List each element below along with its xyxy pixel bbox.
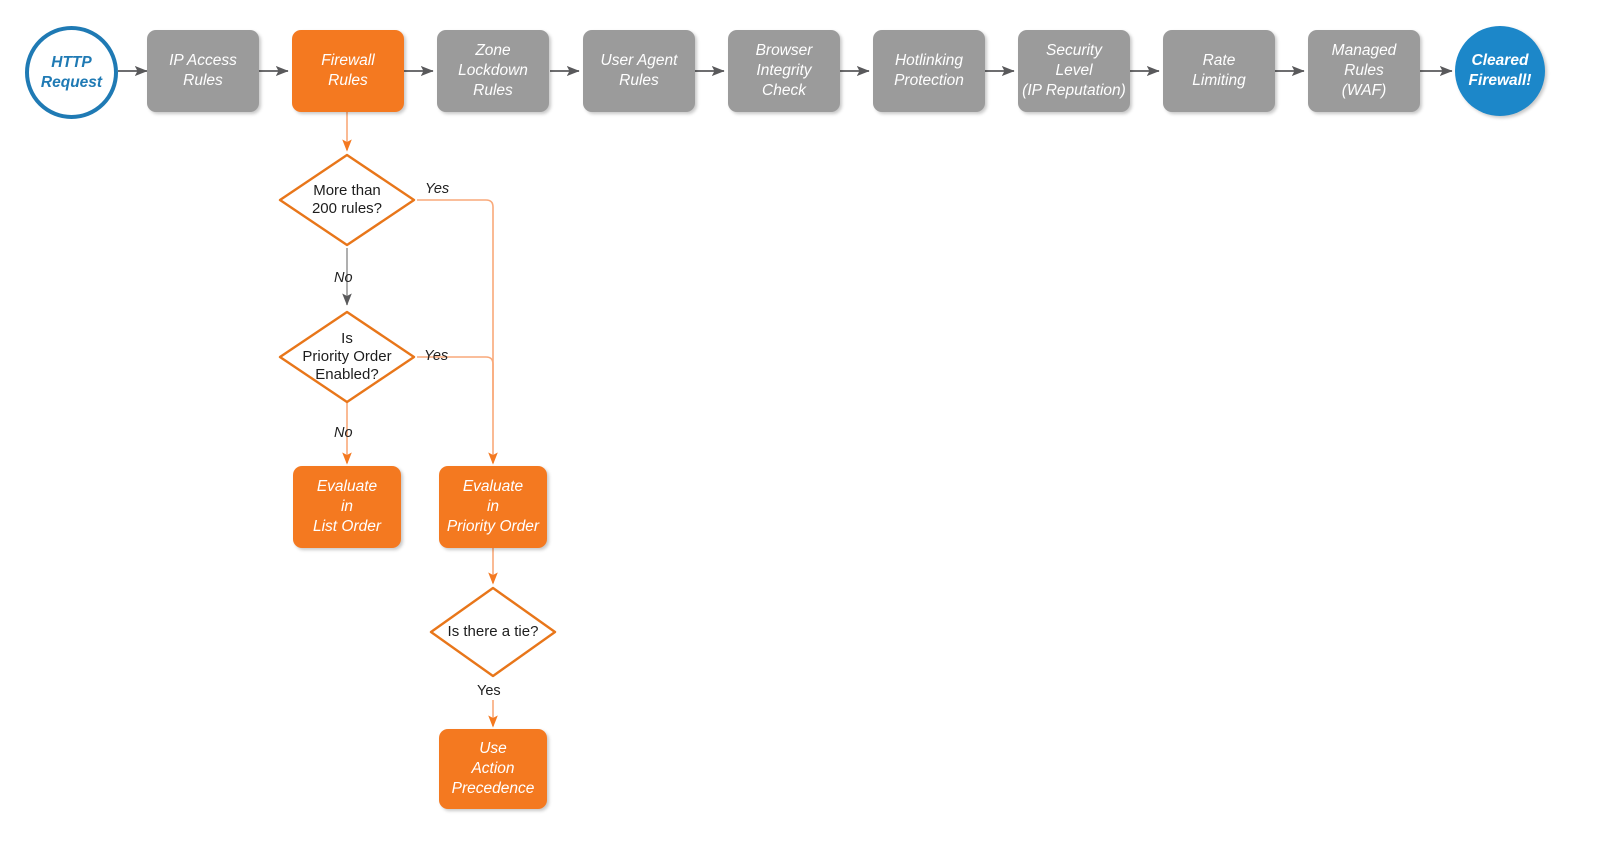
edge-label-more-than-200-yes: Yes xyxy=(425,181,450,197)
diamond-shape-3 xyxy=(429,586,557,678)
node-evaluate-in-priority-order[interactable]: Evaluate in Priority Order xyxy=(439,466,547,548)
node-ip-access-rules[interactable]: IP Access Rules xyxy=(147,30,259,112)
node-user-agent-rules[interactable]: User Agent Rules xyxy=(583,30,695,112)
node-managed-rules-waf-label: Managed Rules (WAF) xyxy=(1331,42,1397,99)
node-firewall-rules[interactable]: Firewall Rules xyxy=(292,30,404,112)
node-rate-limiting-label: Rate Limiting xyxy=(1192,52,1246,89)
edge-label-more-than-200-no: No xyxy=(334,270,353,286)
node-cleared-firewall-label: Cleared Firewall! xyxy=(1468,52,1532,89)
node-firewall-rules-label: Firewall Rules xyxy=(321,52,375,89)
node-zone-lockdown-rules[interactable]: Zone Lockdown Rules xyxy=(437,30,549,112)
decision-is-priority-order-enabled[interactable]: Is Priority Order Enabled? xyxy=(277,309,417,405)
node-security-level-label: Security Level (IP Reputation) xyxy=(1022,42,1126,99)
diamond-shape-2 xyxy=(278,310,416,404)
node-user-agent-rules-label: User Agent Rules xyxy=(600,52,678,89)
edge-label-priority-order-yes: Yes xyxy=(424,348,449,364)
decision-is-priority-order-enabled-label: Is Priority Order Enabled? xyxy=(302,329,392,384)
node-rate-limiting[interactable]: Rate Limiting xyxy=(1163,30,1275,112)
node-evaluate-in-list-order[interactable]: Evaluate in List Order xyxy=(293,466,401,548)
decision-is-there-a-tie[interactable]: Is there a tie? xyxy=(428,585,558,679)
node-http-request[interactable]: HTTP Request xyxy=(25,26,118,119)
edge-label-tie-yes: Yes xyxy=(477,683,501,699)
node-managed-rules-waf[interactable]: Managed Rules (WAF) xyxy=(1308,30,1420,112)
decision-more-than-200-rules-label: More than 200 rules? xyxy=(311,181,383,217)
diamond-shape-1 xyxy=(278,153,416,247)
decision-more-than-200-rules[interactable]: More than 200 rules? xyxy=(277,152,417,248)
node-security-level[interactable]: Security Level (IP Reputation) xyxy=(1018,30,1130,112)
node-hotlinking-protection-label: Hotlinking Protection xyxy=(894,52,964,89)
node-ip-access-rules-label: IP Access Rules xyxy=(169,52,237,89)
node-browser-integrity-check-label: Browser Integrity Check xyxy=(755,42,813,99)
node-evaluate-in-priority-order-label: Evaluate in Priority Order xyxy=(446,478,540,535)
edge-label-priority-order-no: No xyxy=(334,425,353,441)
node-hotlinking-protection[interactable]: Hotlinking Protection xyxy=(873,30,985,112)
decision-is-there-a-tie-label: Is there a tie? xyxy=(447,622,539,640)
node-zone-lockdown-rules-label: Zone Lockdown Rules xyxy=(458,42,528,99)
node-evaluate-in-list-order-label: Evaluate in List Order xyxy=(312,478,382,535)
node-http-request-label: HTTP Request xyxy=(40,53,103,91)
node-use-action-precedence[interactable]: Use Action Precedence xyxy=(439,729,547,809)
node-browser-integrity-check[interactable]: Browser Integrity Check xyxy=(728,30,840,112)
node-use-action-precedence-label: Use Action Precedence xyxy=(451,740,535,797)
node-cleared-firewall[interactable]: Cleared Firewall! xyxy=(1455,26,1545,116)
edge-decision1-yes xyxy=(417,199,498,465)
